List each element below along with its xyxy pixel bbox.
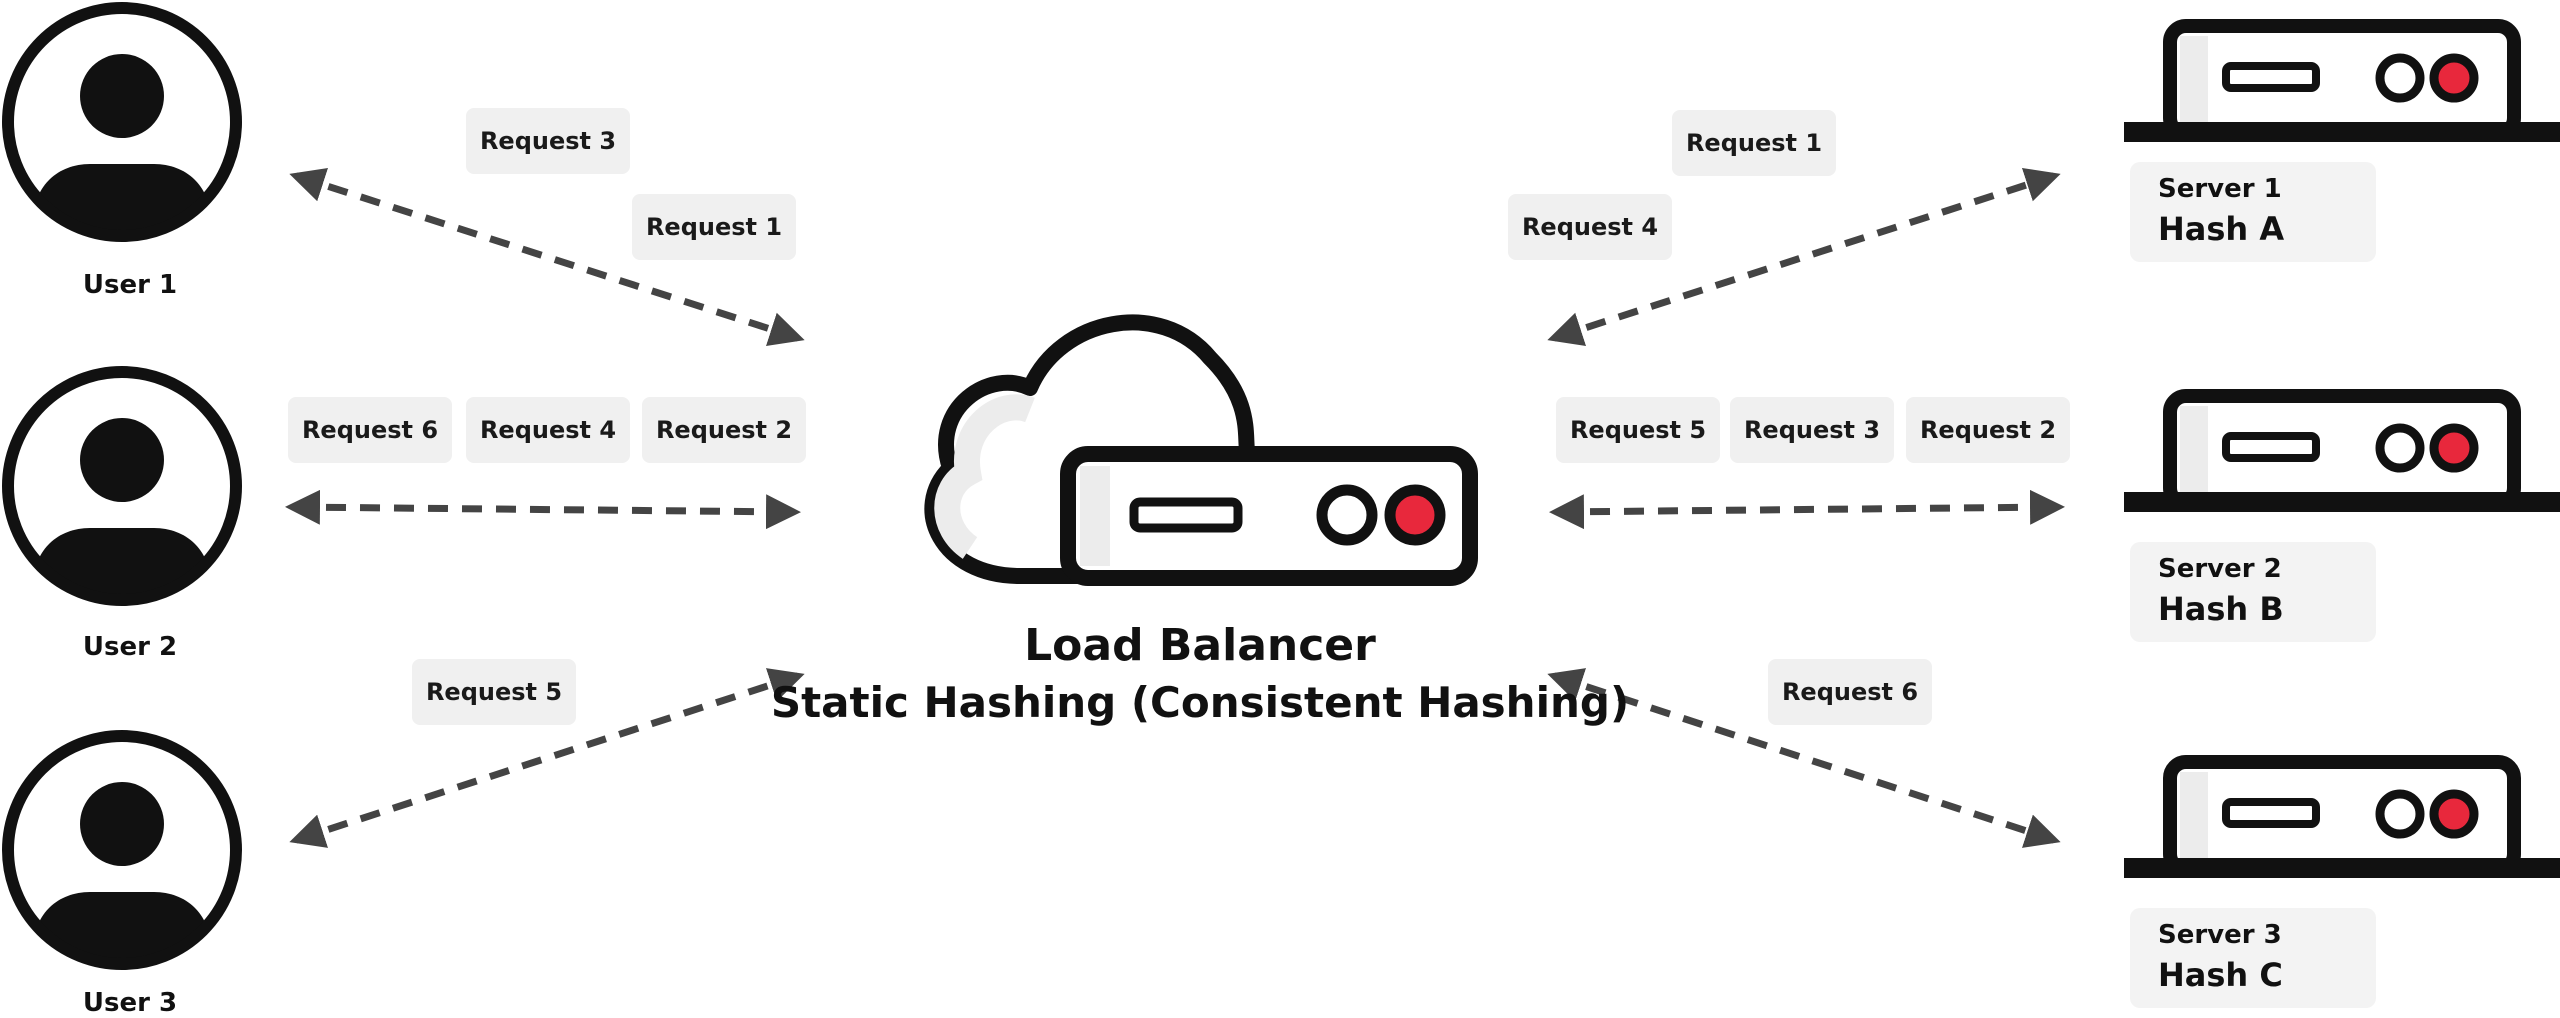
server-hash: Hash C (2158, 956, 2283, 994)
server-hash: Hash A (2158, 210, 2285, 248)
request-pill: Request 4 (1508, 194, 1672, 260)
request-pill: Request 2 (642, 397, 806, 463)
user-label: User 3 (82, 988, 178, 1018)
arrow-lb-server2 (1549, 489, 2065, 530)
request-pill: Request 2 (1906, 397, 2070, 463)
user-label: User 1 (82, 270, 178, 300)
arrow-lb-server1 (1547, 167, 2061, 347)
server-icon (2124, 755, 2560, 878)
request-pill: Request 6 (288, 397, 452, 463)
server-card: Server 2 Hash B (2130, 542, 2376, 642)
request-pill: Request 3 (466, 108, 630, 174)
request-pill: Request 5 (412, 659, 576, 725)
request-pill: Request 3 (1730, 397, 1894, 463)
arrow-user2-lb (285, 489, 801, 530)
arrow-user1-lb (289, 167, 805, 347)
cloud-server-icon (924, 314, 1478, 586)
server-name: Server 1 (2158, 174, 2282, 204)
user-avatar-icon (2, 2, 242, 242)
server-icon (2124, 389, 2560, 512)
load-balancer-subtitle: Static Hashing (Consistent Hashing) (770, 678, 1630, 727)
load-balancer-title: Load Balancer (1024, 620, 1376, 671)
request-pill: Request 5 (1556, 397, 1720, 463)
server-card: Server 3 Hash C (2130, 908, 2376, 1008)
request-pill: Request 4 (466, 397, 630, 463)
user-avatar-icon (2, 366, 242, 606)
user-label: User 2 (82, 632, 178, 662)
server-card: Server 1 Hash A (2130, 162, 2376, 262)
request-pill: Request 6 (1768, 659, 1932, 725)
server-name: Server 2 (2158, 554, 2282, 584)
arrow-lb-server3 (1547, 668, 2061, 848)
request-pill: Request 1 (1672, 110, 1836, 176)
server-hash: Hash B (2158, 590, 2284, 628)
server-name: Server 3 (2158, 920, 2282, 950)
request-pill: Request 1 (632, 194, 796, 260)
server-icon (2124, 19, 2560, 142)
user-avatar-icon (2, 730, 242, 970)
